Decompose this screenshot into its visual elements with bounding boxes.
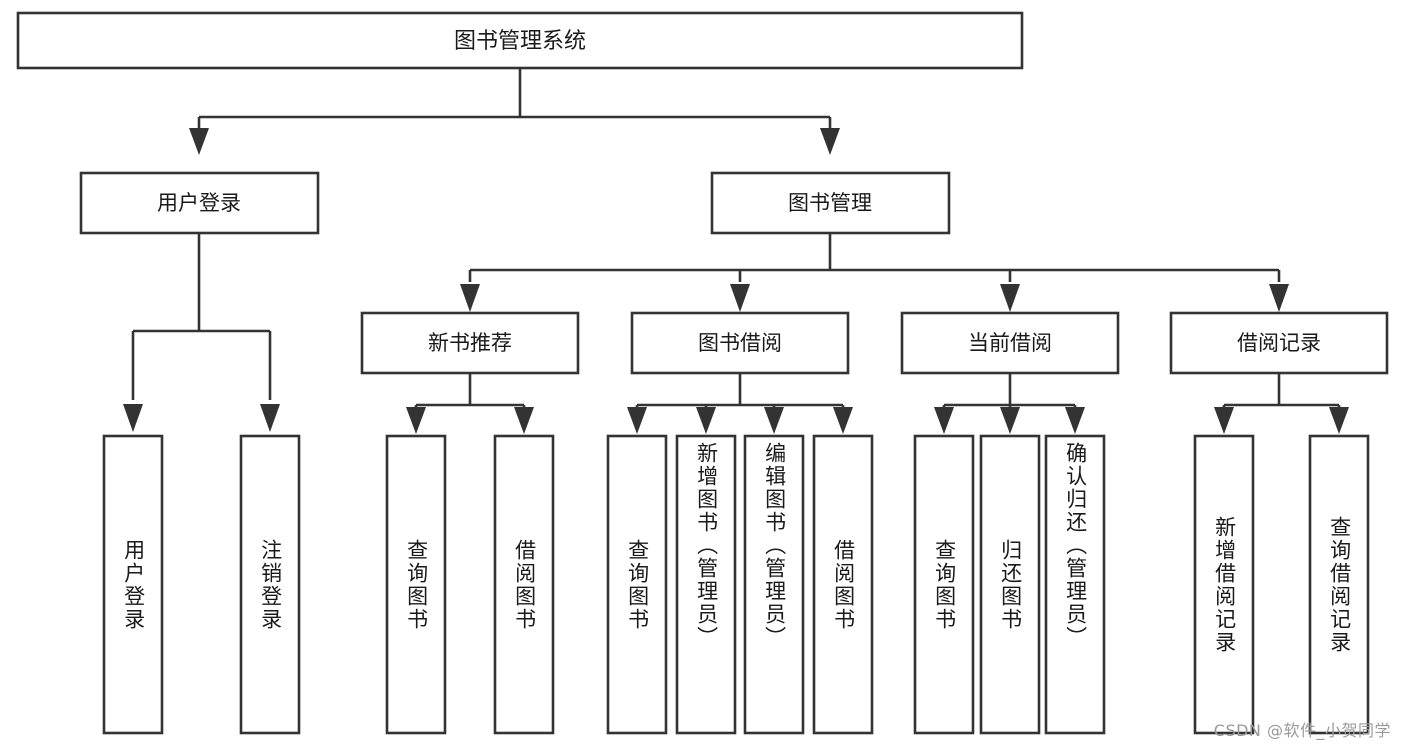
node-leaf-user-login-box[interactable]: [102, 434, 164, 735]
connector-group-new-book-recommend: [406, 373, 534, 434]
arrow-head-user-login: [189, 128, 209, 155]
node-borrow-record-box[interactable]: [1169, 311, 1389, 375]
node-leaf-edit-book-box[interactable]: [743, 434, 805, 735]
node-new-book-recommend-label: 新书推荐: [428, 331, 512, 355]
arrow-head-leaf-add-book: [696, 407, 716, 434]
node-leaf-add-book-box[interactable]: [675, 434, 737, 735]
arrow-head-book-borrow: [730, 284, 750, 312]
node-current-borrow-label: 当前借阅: [968, 331, 1052, 355]
arrow-head-leaf-edit-book: [764, 407, 784, 434]
arrow-head-borrow-record: [1269, 284, 1289, 312]
node-current-borrow[interactable]: 当前借阅: [900, 311, 1120, 375]
node-new-book-recommend[interactable]: 新书推荐: [360, 311, 580, 375]
connector-group-user-login: [123, 233, 280, 432]
leaf-boxes: [102, 434, 1370, 735]
arrow-head-leaf-query-book-1: [406, 407, 426, 434]
node-leaf-add-record-box[interactable]: [1193, 434, 1255, 735]
node-new-book-recommend-box[interactable]: [360, 311, 580, 375]
arrow-head-new-book-recommend: [460, 284, 480, 312]
arrow-head-book-management: [820, 128, 840, 155]
node-leaf-logout-login-box[interactable]: [239, 434, 301, 735]
arrow-head-current-borrow: [1000, 284, 1020, 312]
node-book-management-box[interactable]: [710, 171, 951, 235]
node-book-management[interactable]: 图书管理: [710, 171, 951, 235]
arrow-head-leaf-query-book-3: [934, 407, 954, 434]
node-leaf-confirm-return-box[interactable]: [1044, 434, 1106, 735]
connector-group-borrow-record: [1214, 373, 1349, 434]
node-leaf-borrow-book-2-box[interactable]: [812, 434, 874, 735]
arrow-head-leaf-query-book-2: [627, 407, 647, 434]
arrow-head-leaf-query-record: [1329, 407, 1349, 434]
node-book-borrow[interactable]: 图书借阅: [630, 311, 850, 375]
node-leaf-query-book-1-box[interactable]: [385, 434, 447, 735]
arrow-head-leaf-borrow-book-1: [514, 407, 534, 434]
connector-group-root: [189, 68, 840, 155]
node-root-label: 图书管理系统: [454, 29, 586, 54]
connector-group-book-management: [460, 233, 1289, 312]
arrow-head-leaf-confirm-return: [1065, 407, 1085, 434]
node-book-borrow-box[interactable]: [630, 311, 850, 375]
node-book-borrow-label: 图书借阅: [698, 331, 782, 355]
connector-group-current-borrow: [934, 373, 1085, 434]
node-borrow-record[interactable]: 借阅记录: [1169, 311, 1389, 375]
arrow-head-leaf-logout-login: [260, 404, 280, 432]
node-leaf-return-book-box[interactable]: [979, 434, 1041, 735]
node-root[interactable]: 图书管理系统: [16, 11, 1024, 70]
node-leaf-borrow-book-1-box[interactable]: [493, 434, 555, 735]
node-user-login[interactable]: 用户登录: [79, 171, 320, 235]
node-user-login-label: 用户登录: [157, 191, 241, 215]
node-user-login-box[interactable]: [79, 171, 320, 235]
node-current-borrow-box[interactable]: [900, 311, 1120, 375]
node-book-management-label: 图书管理: [788, 191, 872, 215]
node-leaf-query-book-2-box[interactable]: [606, 434, 668, 735]
node-leaf-query-book-3-box[interactable]: [913, 434, 975, 735]
arrow-head-leaf-return-book: [1000, 407, 1020, 434]
node-borrow-record-label: 借阅记录: [1237, 331, 1321, 355]
connector-group-book-borrow: [627, 373, 853, 434]
arrow-head-leaf-user-login: [123, 404, 143, 432]
node-root-box[interactable]: [16, 11, 1024, 70]
node-leaf-query-record-box[interactable]: [1308, 434, 1370, 735]
arrow-head-leaf-borrow-book-2: [833, 407, 853, 434]
arrow-head-leaf-add-record: [1214, 407, 1234, 434]
